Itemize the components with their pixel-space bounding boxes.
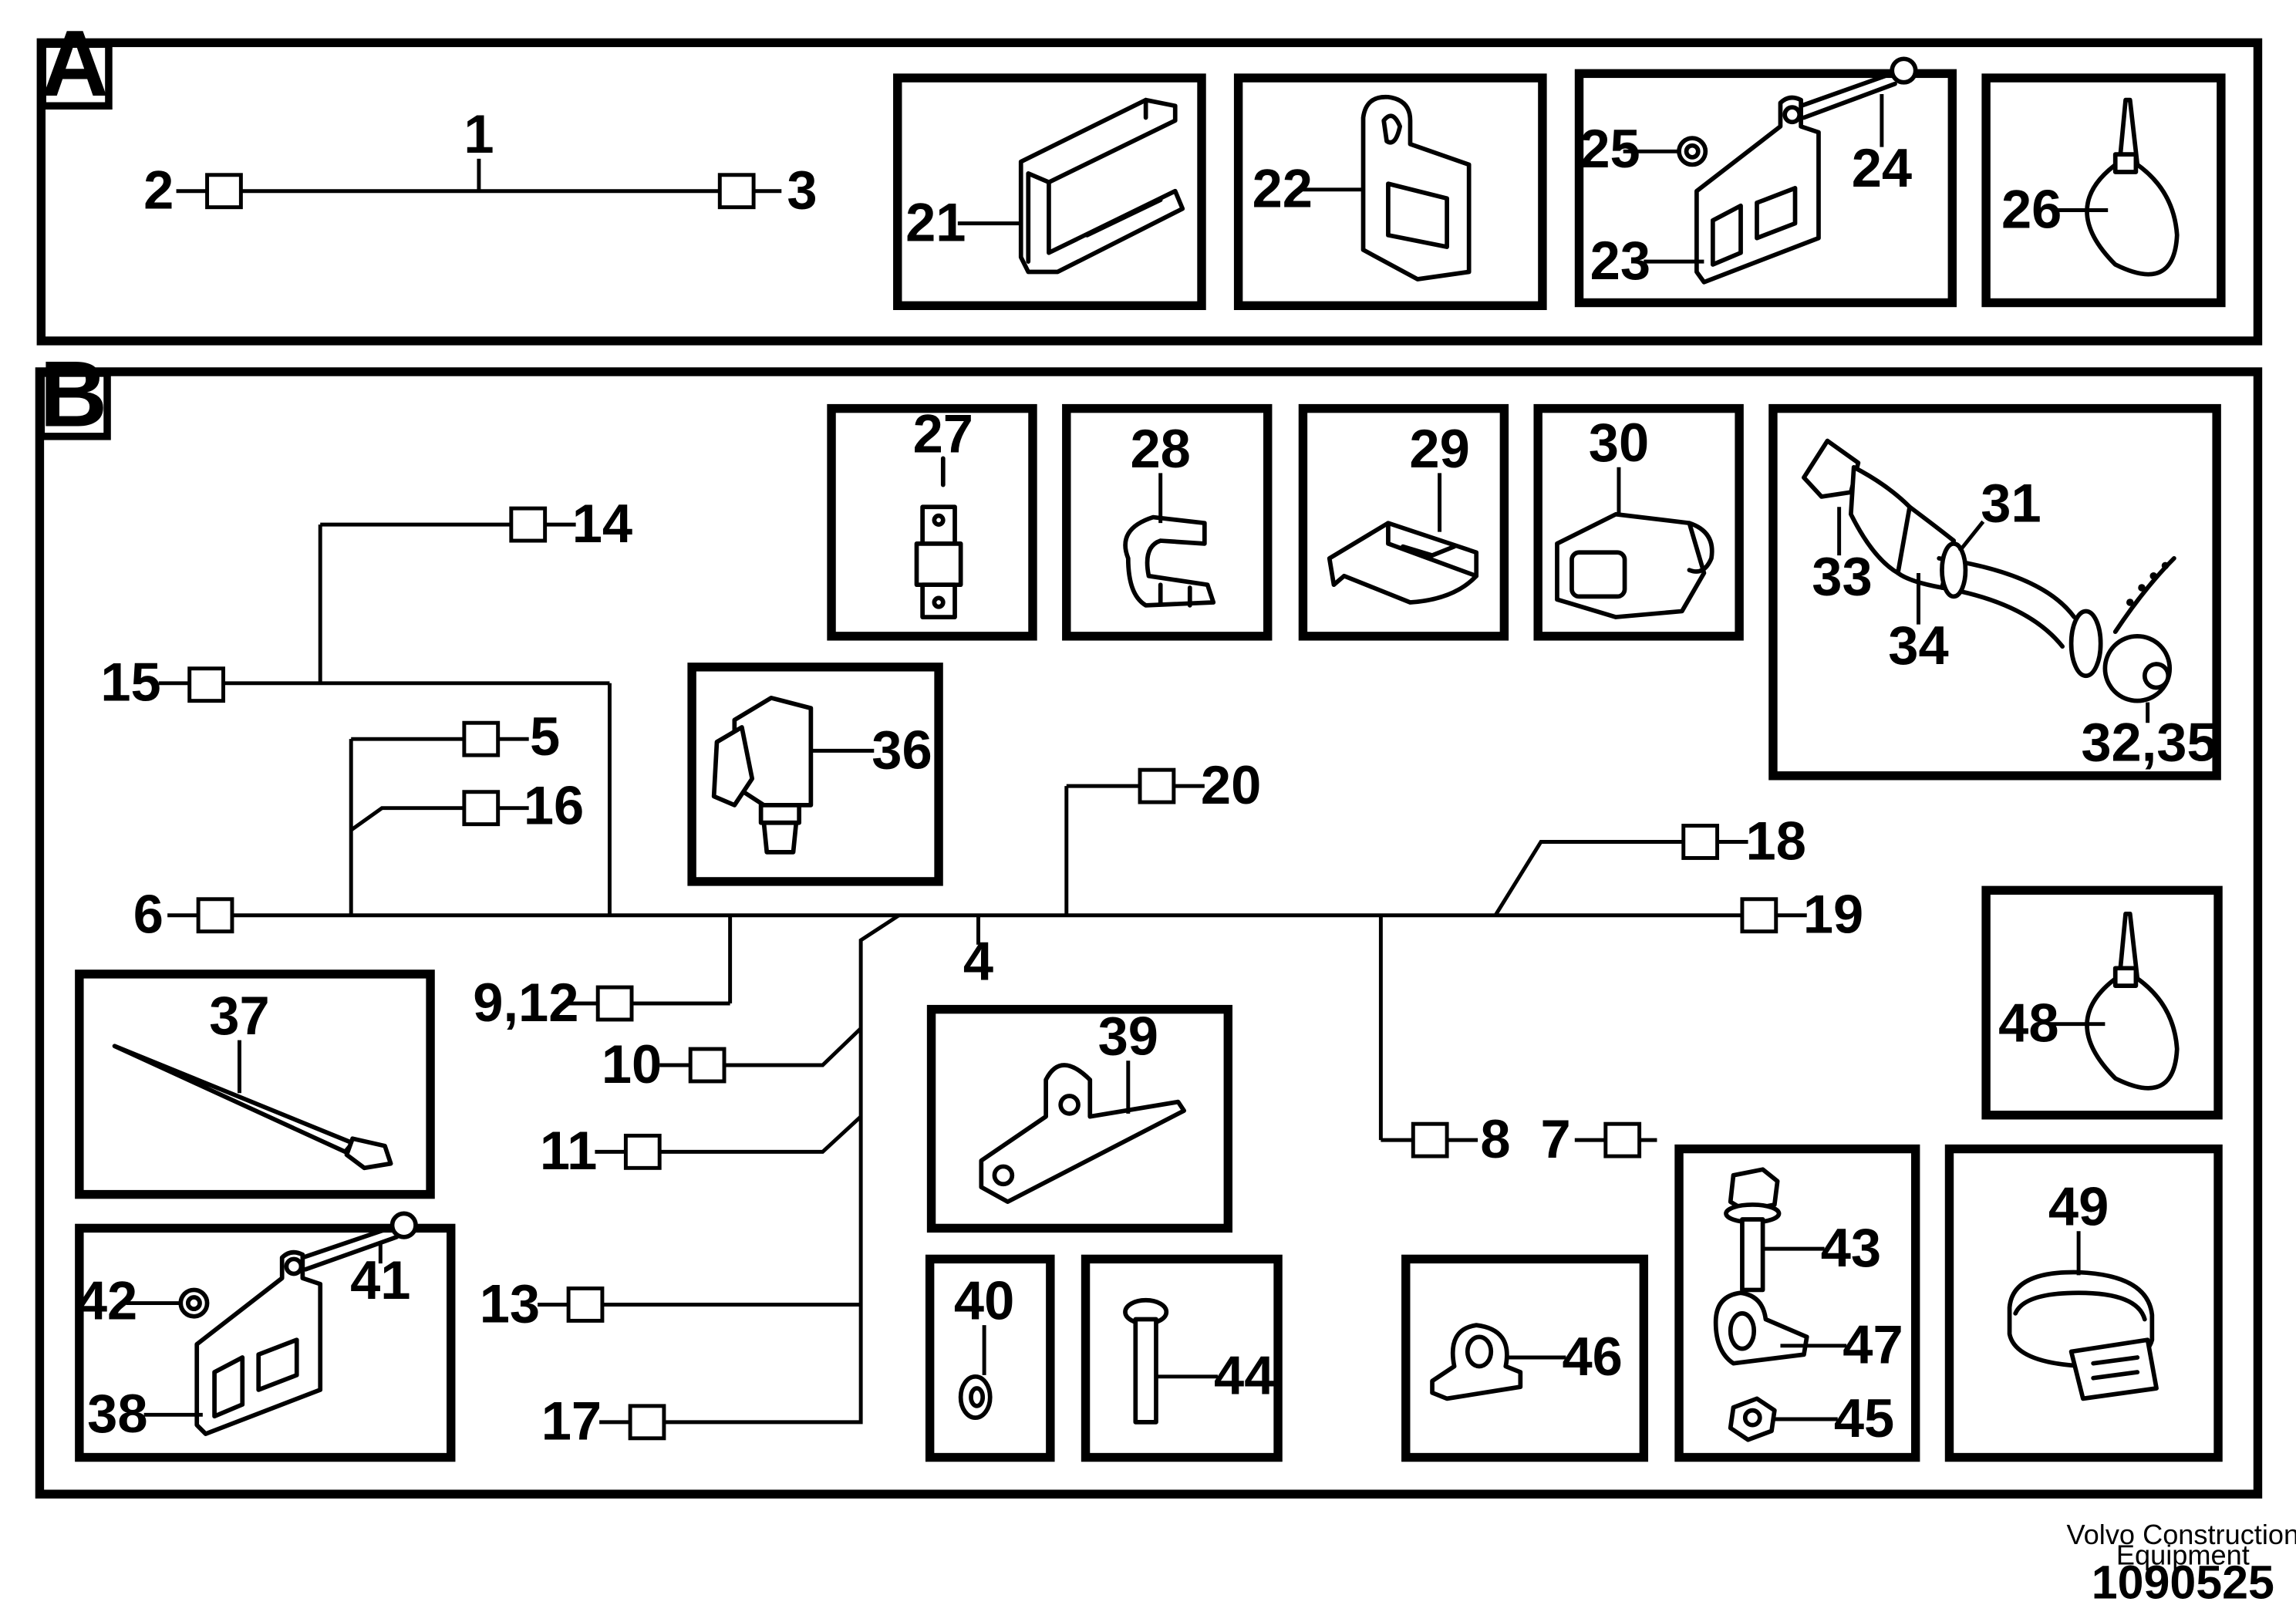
- label-48: 48: [1998, 993, 2058, 1054]
- part-44-screw: [1123, 1297, 1169, 1425]
- part-43-45-47-bolt-clamp-nut: [1713, 1167, 1809, 1442]
- cable-harness-1: [176, 158, 782, 210]
- label-34: 34: [1888, 615, 1948, 676]
- part-box-48: [1981, 885, 2223, 1120]
- label-28: 28: [1130, 418, 1190, 479]
- label-44: 44: [1214, 1345, 1274, 1406]
- label-25: 25: [1580, 118, 1640, 179]
- section-b: B: [35, 341, 2263, 1499]
- part-30-connector-cap: [1555, 511, 1714, 619]
- label-36: 36: [872, 719, 932, 780]
- part-29-clip: [1327, 521, 1479, 605]
- footer: Volvo Construction Equipment 1090525: [2067, 1519, 2296, 1608]
- part-box-28: [1062, 403, 1273, 641]
- company-name-line2: Equipment: [2116, 1539, 2250, 1571]
- part-37-cable-tie: [112, 1044, 393, 1171]
- label-11: 11: [540, 1120, 598, 1181]
- part-box-39: [926, 1004, 1233, 1233]
- part-box-21: [893, 73, 1206, 311]
- label-43: 43: [1821, 1217, 1881, 1278]
- part-40-washer: [958, 1374, 993, 1420]
- label-24: 24: [1852, 137, 1912, 198]
- part-box-46: [1401, 1254, 1649, 1462]
- part-21-cable-guide: [1018, 97, 1185, 275]
- part-box-43-45-47: [1674, 1144, 1920, 1462]
- part-39-bracket: [979, 1063, 1187, 1204]
- part-49-hose-clamp: [2007, 1270, 2159, 1401]
- part-46-p-clamp: [1430, 1323, 1523, 1401]
- label-40: 40: [954, 1270, 1014, 1331]
- part-box-31-35: [1768, 403, 2221, 781]
- label-38: 38: [87, 1383, 147, 1444]
- part-31-charging-cable: [1802, 438, 2176, 703]
- main-cable-harness-4: [158, 506, 1807, 1441]
- part-box-26: [1981, 73, 2226, 308]
- part-box-23-25: [1574, 69, 1957, 308]
- label-32-35: 32,35: [2081, 712, 2217, 773]
- part-box-30: [1533, 403, 1744, 641]
- part-23-plate-with-bolt: [1677, 56, 1918, 285]
- label-19: 19: [1803, 884, 1863, 945]
- label-29: 29: [1409, 418, 1469, 479]
- label-39: 39: [1098, 1006, 1158, 1067]
- part-box-37: [75, 969, 435, 1199]
- part-box-40: [925, 1254, 1055, 1462]
- label-14: 14: [572, 493, 632, 554]
- label-46: 46: [1562, 1326, 1622, 1387]
- label-33: 33: [1812, 546, 1872, 607]
- label-3: 3: [787, 160, 817, 221]
- label-41: 41: [350, 1249, 410, 1310]
- label-47: 47: [1843, 1314, 1903, 1375]
- part-box-22: [1233, 73, 1547, 311]
- label-13: 13: [480, 1273, 540, 1334]
- label-17: 17: [541, 1391, 602, 1452]
- part-36-switch: [711, 695, 814, 855]
- label-45: 45: [1834, 1388, 1894, 1448]
- part-22-bracket: [1360, 94, 1472, 282]
- label-10: 10: [602, 1034, 662, 1094]
- section-b-label: B: [39, 341, 107, 446]
- label-4: 4: [963, 931, 993, 992]
- part-28-clip: [1123, 514, 1216, 608]
- label-5: 5: [530, 706, 560, 767]
- part-box-27: [827, 403, 1037, 641]
- label-49: 49: [2048, 1176, 2109, 1237]
- label-2: 2: [143, 160, 174, 221]
- company-name-line1: Volvo Construction: [2067, 1519, 2296, 1550]
- section-a: A 1 2 3 21 22: [36, 11, 2263, 346]
- label-6: 6: [133, 884, 164, 945]
- section-a-label: A: [41, 11, 109, 116]
- part-box-49: [1944, 1144, 2223, 1462]
- part-27-fuse: [914, 456, 963, 619]
- label-31: 31: [1981, 472, 2041, 533]
- part-box-29: [1298, 403, 1509, 641]
- label-8: 8: [1480, 1108, 1510, 1169]
- label-27: 27: [913, 403, 973, 464]
- label-22: 22: [1253, 158, 1313, 219]
- part-26-cable-tie: [2085, 97, 2180, 277]
- label-30: 30: [1589, 412, 1649, 473]
- drawing-number: 1090525: [2092, 1556, 2274, 1608]
- label-7: 7: [1540, 1108, 1570, 1169]
- label-21: 21: [905, 191, 966, 252]
- part-38-plate-with-bolt: [178, 1211, 418, 1436]
- label-15: 15: [100, 652, 160, 713]
- label-16: 16: [524, 775, 584, 836]
- part-box-36: [687, 663, 943, 886]
- label-26: 26: [2001, 178, 2062, 239]
- label-37: 37: [209, 985, 269, 1046]
- part-box-44: [1081, 1254, 1283, 1462]
- label-18: 18: [1746, 810, 1806, 871]
- label-42: 42: [77, 1270, 137, 1331]
- label-20: 20: [1201, 754, 1261, 815]
- part-box-38-41-42: [75, 1223, 456, 1462]
- label-9-12: 9,12: [473, 972, 578, 1033]
- part-48-cable-tie: [2085, 911, 2180, 1091]
- label-1: 1: [464, 103, 494, 164]
- label-23: 23: [1590, 230, 1650, 291]
